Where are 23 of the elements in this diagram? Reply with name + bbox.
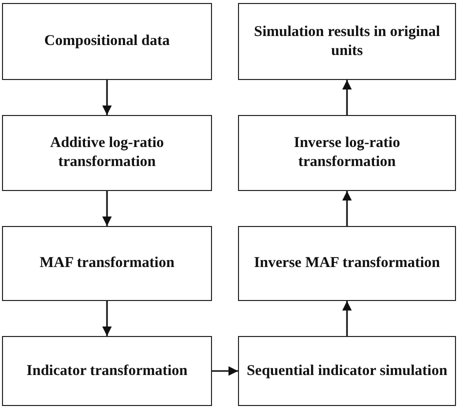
process-box [2,226,212,301]
box-label: Additive log-ratio transformation [49,134,165,172]
box-label: Compositional data [43,32,171,51]
arrow [102,301,112,336]
arrow [102,80,112,115]
process-box [238,226,456,301]
process-box [238,336,456,406]
process-box [2,3,212,80]
arrow [342,191,352,226]
box-label: Inverse log-ratio transformation [292,134,402,172]
process-box [2,336,212,406]
box-label: Sequential indicator simulation [246,362,448,380]
process-box [2,115,212,191]
box-label: Simulation results in original units [252,22,441,60]
box-label: Indicator transformation [26,362,188,380]
process-box [238,3,456,80]
arrow [212,366,238,376]
arrow [342,301,352,336]
process-box [238,115,456,191]
arrow [102,191,112,226]
box-label: Inverse MAF transformation [252,254,442,273]
arrow [342,80,352,115]
box-label: MAF transformation [38,254,176,273]
